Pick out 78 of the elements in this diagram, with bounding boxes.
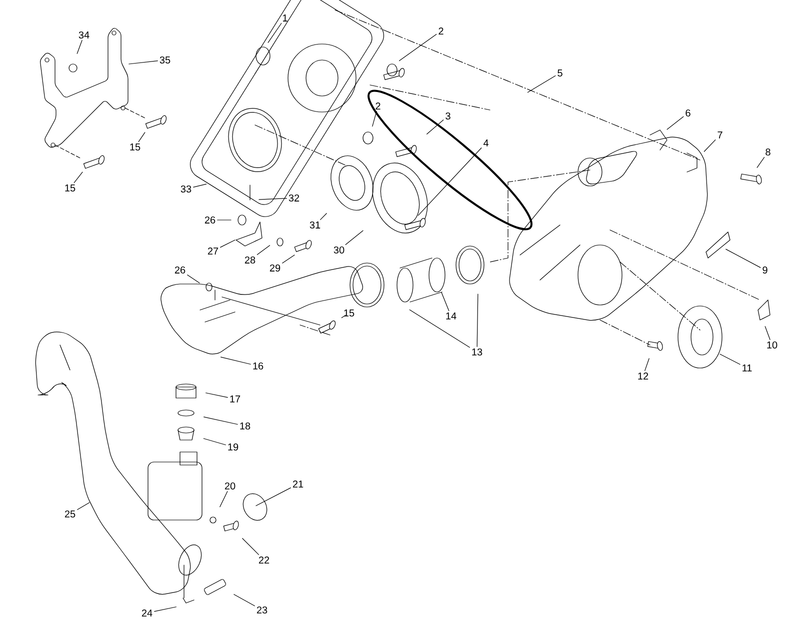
callout-number: 15: [65, 184, 76, 192]
leader-line: [726, 248, 761, 268]
leader-line: [220, 240, 236, 248]
leader-line: [193, 184, 207, 188]
callout-number: 32: [288, 194, 300, 202]
callout-number: 11: [742, 364, 752, 372]
leader-line: [704, 139, 716, 152]
callout-number: 5: [558, 70, 562, 76]
leader-line: [399, 34, 437, 62]
leader-line: [418, 148, 482, 216]
callout-number: 34: [78, 31, 90, 39]
leader-line: [372, 111, 377, 127]
callout-number: 8: [766, 148, 770, 156]
leader-line: [764, 326, 770, 340]
leader-line: [320, 213, 327, 220]
leader-line: [644, 358, 650, 371]
callout-number: 33: [180, 185, 192, 193]
callout-number: 18: [240, 422, 250, 430]
leader-line: [258, 198, 287, 200]
leader-line: [220, 356, 251, 365]
callout-number: 27: [208, 248, 218, 254]
leader-line: [666, 116, 684, 130]
callout-number: 17: [230, 396, 240, 402]
leader-line: [204, 416, 238, 425]
leader-line: [234, 594, 255, 606]
callout-number: 24: [142, 610, 152, 616]
leader-line: [409, 310, 470, 348]
callout-number: 2: [376, 102, 380, 110]
leader-line: [426, 120, 444, 134]
leader-line: [256, 245, 270, 255]
leader-line: [242, 538, 260, 555]
leader-line: [206, 392, 228, 398]
callout-number: 19: [228, 443, 238, 451]
leader-line: [203, 438, 226, 446]
callout-number: 6: [686, 109, 690, 117]
callout-number: 22: [258, 556, 270, 564]
leader-line: [187, 274, 200, 284]
callout-number: 23: [256, 606, 268, 614]
callout-number: 4: [483, 140, 488, 146]
leader-line: [268, 22, 282, 43]
callout-number: 21: [292, 480, 304, 488]
leader-line: [220, 491, 228, 508]
leader-line: [282, 254, 295, 264]
leader-line: [77, 502, 90, 510]
leader-line: [720, 354, 740, 365]
leader-line: [256, 488, 291, 506]
leader-line: [138, 132, 146, 142]
callout-number: 31: [310, 221, 320, 229]
callout-number: 14: [446, 312, 456, 320]
callout-number: 15: [344, 310, 354, 316]
leader-line: [345, 230, 364, 245]
leader-line: [154, 606, 176, 612]
callout-number: 1: [283, 14, 288, 22]
callout-number: 29: [270, 264, 280, 272]
callout-number: 28: [244, 256, 256, 264]
callout-number: 2: [438, 28, 444, 34]
callout-number: 3: [446, 112, 450, 120]
callout-number: 9: [762, 266, 768, 274]
callout-number: 26: [204, 216, 216, 224]
leader-line: [441, 292, 450, 312]
leader-line: [74, 172, 83, 183]
callout-number: 13: [472, 348, 482, 356]
leader-line: [128, 60, 158, 64]
callout-number: 20: [224, 482, 236, 490]
leader-line: [756, 157, 765, 168]
callout-number: 15: [130, 144, 140, 150]
callout-number: 25: [64, 510, 76, 518]
callout-number: 35: [160, 56, 170, 64]
leader-line: [527, 75, 556, 93]
callout-number: 10: [767, 341, 778, 349]
callout-number: 7: [718, 132, 722, 138]
callout-number: 12: [638, 372, 648, 380]
callout-number: 30: [334, 246, 344, 254]
leader-line: [341, 314, 346, 318]
callout-number: 16: [253, 362, 264, 370]
leader-line: [476, 294, 478, 347]
callout-number: 26: [174, 266, 186, 274]
leader-line: [76, 40, 82, 54]
